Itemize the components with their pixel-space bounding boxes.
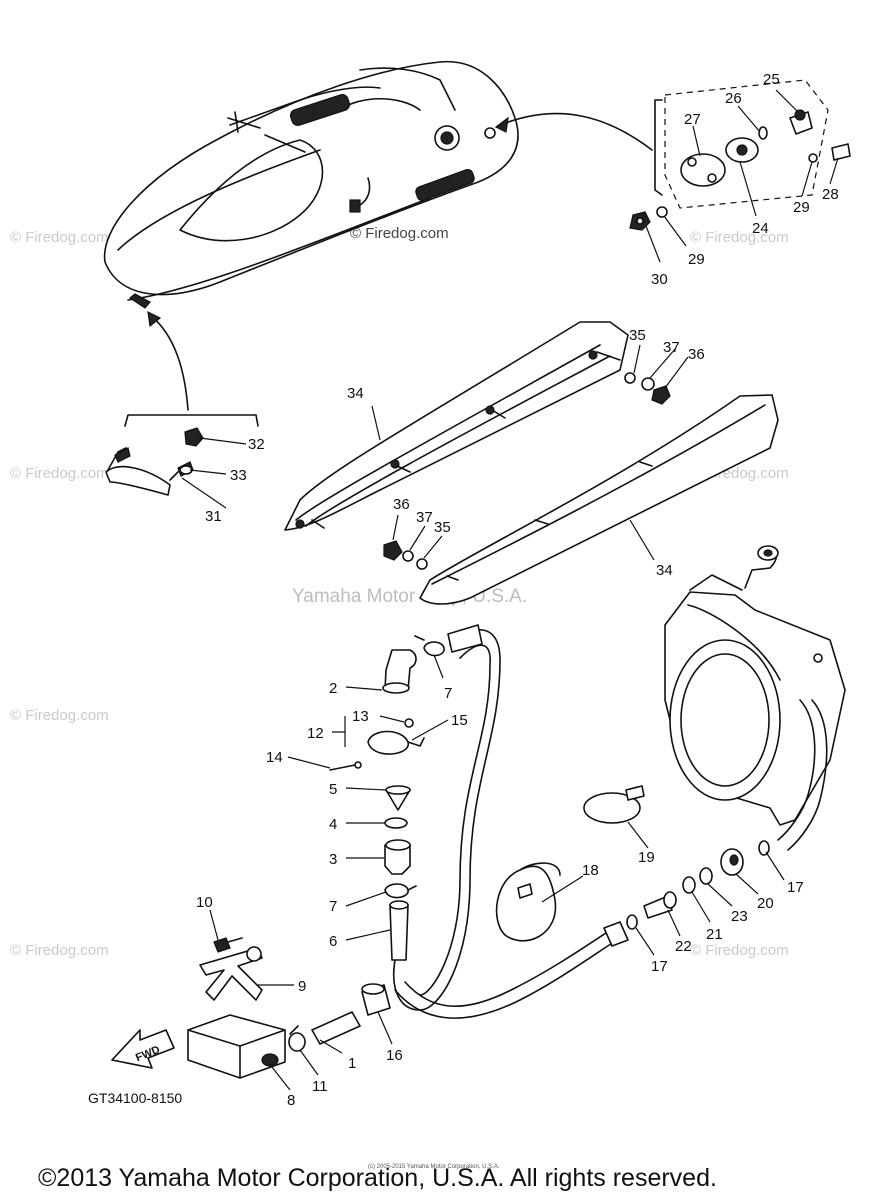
hose-assembly	[187, 624, 770, 1079]
callout-1: 1	[348, 1055, 356, 1072]
callout-31: 31	[205, 508, 222, 525]
callout-17: 17	[787, 879, 804, 896]
callout-14: 14	[266, 749, 283, 766]
watermark-center: Yamaha Motor Corp, U.S.A.	[292, 586, 527, 607]
callout-21: 21	[706, 926, 723, 943]
callout-5: 5	[329, 781, 337, 798]
callout-15: 15	[451, 712, 468, 729]
callout-36: 36	[393, 496, 410, 513]
callout-7: 7	[329, 898, 337, 915]
callout-24: 24	[752, 220, 769, 237]
callout-19: 19	[638, 849, 655, 866]
watermark-small: © Firedog.com	[10, 707, 109, 724]
leader-lines	[181, 89, 839, 1091]
sponson-upper	[284, 321, 629, 531]
callout-27: 27	[684, 111, 701, 128]
forward-arrow: FWD	[111, 1029, 175, 1069]
watercraft-hull	[103, 60, 519, 309]
part-code: GT34100-8150	[88, 1090, 182, 1106]
callout-8: 8	[287, 1092, 295, 1109]
callout-12: 12	[307, 725, 324, 742]
callout-18: 18	[582, 862, 599, 879]
callout-36: 36	[688, 346, 705, 363]
callout-37: 37	[416, 509, 433, 526]
hose-fitting-group	[629, 79, 851, 231]
callout-10: 10	[196, 894, 213, 911]
callout-16: 16	[386, 1047, 403, 1064]
callout-3: 3	[329, 851, 337, 868]
callout-4: 4	[329, 816, 337, 833]
watermark-small: © Firedog.com	[10, 465, 109, 482]
callout-26: 26	[725, 90, 742, 107]
callout-6: 6	[329, 933, 337, 950]
watermark-small: © Firedog.com	[10, 942, 109, 959]
jet-pump-housing	[664, 545, 846, 851]
callout-30: 30	[651, 271, 668, 288]
sponson-lower	[419, 394, 779, 605]
callout-11: 11	[312, 1078, 328, 1095]
bracket-group	[105, 414, 259, 496]
callout-20: 20	[757, 895, 774, 912]
callout-35: 35	[434, 519, 451, 536]
callout-7: 7	[444, 685, 452, 702]
watermark-small: © Firedog.com	[690, 229, 789, 246]
callout-34: 34	[347, 385, 364, 402]
callout-9: 9	[298, 978, 306, 995]
callout-2: 2	[329, 680, 337, 697]
watermark-small: © Firedog.com	[690, 942, 789, 959]
callout-35: 35	[629, 327, 646, 344]
callout-28: 28	[822, 186, 839, 203]
callout-29: 29	[688, 251, 705, 268]
callout-37: 37	[663, 339, 680, 356]
watermark-small: © Firedog.com	[10, 229, 109, 246]
callout-29: 29	[793, 199, 810, 216]
callout-25: 25	[763, 71, 780, 88]
callout-33: 33	[230, 467, 247, 484]
callout-17: 17	[651, 958, 668, 975]
copyright-notice: ©2013 Yamaha Motor Corporation, U.S.A. A…	[38, 1164, 717, 1192]
fine-print: (c) 2005-2015 Yamaha Motor Corporation, …	[368, 1164, 500, 1170]
callout-23: 23	[731, 908, 748, 925]
callout-34: 34	[656, 562, 673, 579]
callout-13: 13	[352, 708, 369, 725]
callout-22: 22	[675, 938, 692, 955]
watermark-small: © Firedog.com	[350, 225, 449, 242]
callout-32: 32	[248, 436, 265, 453]
callout-numbers: 1 2 3 4 5 6 7 7 8 9 10 11 12 13 14 15 16…	[196, 71, 839, 1109]
